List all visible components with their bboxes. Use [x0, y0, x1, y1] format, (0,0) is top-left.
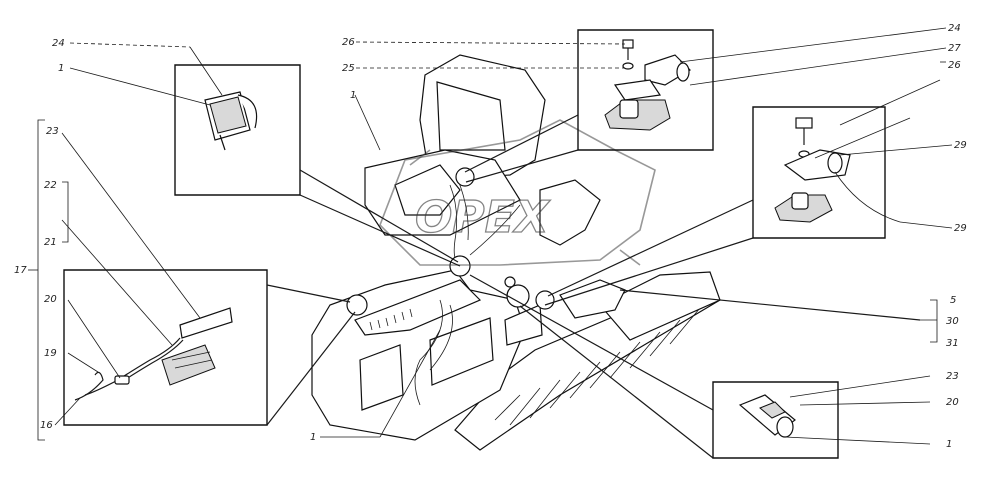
- detail-circle-cab: [455, 167, 475, 187]
- detail-circle-left: [346, 294, 368, 316]
- callout-29-a: 29: [954, 140, 967, 151]
- engine-hood: [354, 279, 482, 336]
- callout-22: 22: [44, 180, 57, 191]
- cab-window: [436, 81, 506, 151]
- callout-1-cab: 1: [350, 90, 356, 101]
- detail-box-bottom-right: [712, 381, 839, 459]
- callout-31: 31: [946, 338, 959, 349]
- side-panel-3: [504, 304, 543, 346]
- detail-box-right: [752, 106, 886, 239]
- detail-circle-deck: [506, 284, 530, 308]
- callout-1-left: 1: [58, 63, 64, 74]
- callout-25-top: 25: [342, 63, 355, 74]
- callout-23-left: 23: [46, 126, 59, 137]
- callout-5: 5: [950, 295, 956, 306]
- callout-19: 19: [44, 348, 57, 359]
- callout-labels: 24 1 26 25 1 24 27 26 23 22 21 17 20 19 …: [14, 23, 967, 450]
- boom-window: [394, 164, 461, 216]
- side-panel-2: [429, 317, 494, 386]
- callout-26-top: 26: [342, 37, 355, 48]
- detail-box-left: [63, 269, 268, 426]
- detail-circle-small: [504, 276, 516, 288]
- detail-box-top-center: [577, 29, 714, 151]
- callout-20-left: 20: [44, 294, 57, 305]
- track-right: [599, 271, 721, 341]
- watermark: OPEX: [379, 119, 656, 266]
- callout-20-right: 20: [946, 397, 959, 408]
- callout-24-right: 24: [948, 23, 961, 34]
- watermark-text: OPEX: [415, 192, 551, 243]
- detail-box-top-left: [174, 64, 301, 196]
- callout-29-b: 29: [954, 223, 967, 234]
- callout-26-right: 26: [948, 60, 961, 71]
- callout-30: 30: [946, 316, 959, 327]
- leader-lines: [28, 27, 953, 459]
- callout-23-right: 23: [946, 371, 959, 382]
- callout-16: 16: [40, 420, 53, 431]
- detail-circle-right: [535, 290, 555, 310]
- deck-equipment: [559, 279, 626, 319]
- callout-1-right: 1: [946, 439, 952, 450]
- callout-1-bottom: 1: [310, 432, 316, 443]
- excavator-body: [311, 54, 721, 451]
- counterweight: [539, 179, 601, 246]
- callout-21: 21: [44, 237, 57, 248]
- side-panel-1: [359, 344, 404, 411]
- callout-24-left: 24: [52, 38, 65, 49]
- callout-17: 17: [14, 265, 27, 276]
- callout-27: 27: [948, 43, 961, 54]
